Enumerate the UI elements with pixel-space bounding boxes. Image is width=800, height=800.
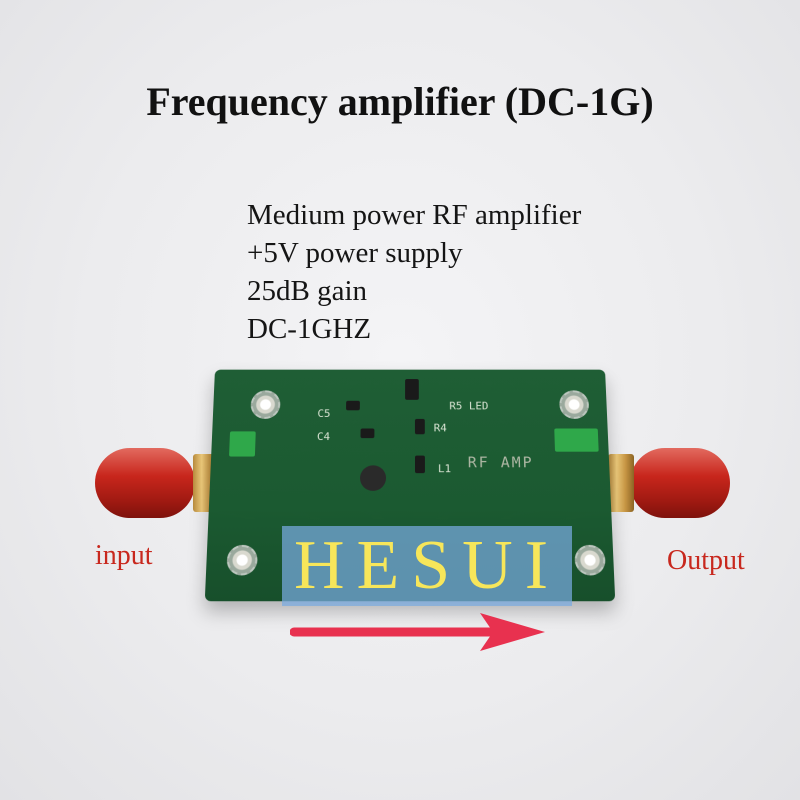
silk-r4: R4 [433,421,447,435]
specs-list: Medium power RF amplifier +5V power supp… [247,196,581,348]
inductor [414,455,425,474]
silk-c4: C4 [316,430,331,443]
output-sma-connector [600,448,730,518]
red-cap [630,448,730,518]
input-sma-connector [95,448,219,518]
arrow-right-icon [290,613,545,651]
title: Frequency amplifier (DC-1G) [146,79,654,124]
mounting-hole [574,544,606,576]
mounting-hole [558,390,590,419]
spec-line: +5V power supply [247,237,463,269]
green-pad [554,428,599,452]
input-label: input [95,540,153,571]
watermark: HESUI [282,526,572,606]
spec-line: Medium power RF amplifier [247,199,582,231]
green-pad [229,431,256,457]
gold-nut [608,454,634,512]
amplifier-chip [359,465,387,491]
red-cap [95,448,195,518]
silk-l1: L1 [437,462,452,476]
silk-c5: C5 [317,407,331,420]
spec-line: 25dB gain [247,275,368,307]
spec-line: DC-1GHZ [247,313,372,345]
capacitor [346,400,360,411]
resistor [414,418,425,435]
mounting-hole [250,390,281,419]
mounting-hole [226,544,258,576]
silk-rf-amp: RF AMP [467,453,534,472]
capacitor [360,428,375,439]
led [405,379,419,400]
silk-r5-led: R5 LED [449,399,489,413]
output-label: Output [667,545,745,576]
